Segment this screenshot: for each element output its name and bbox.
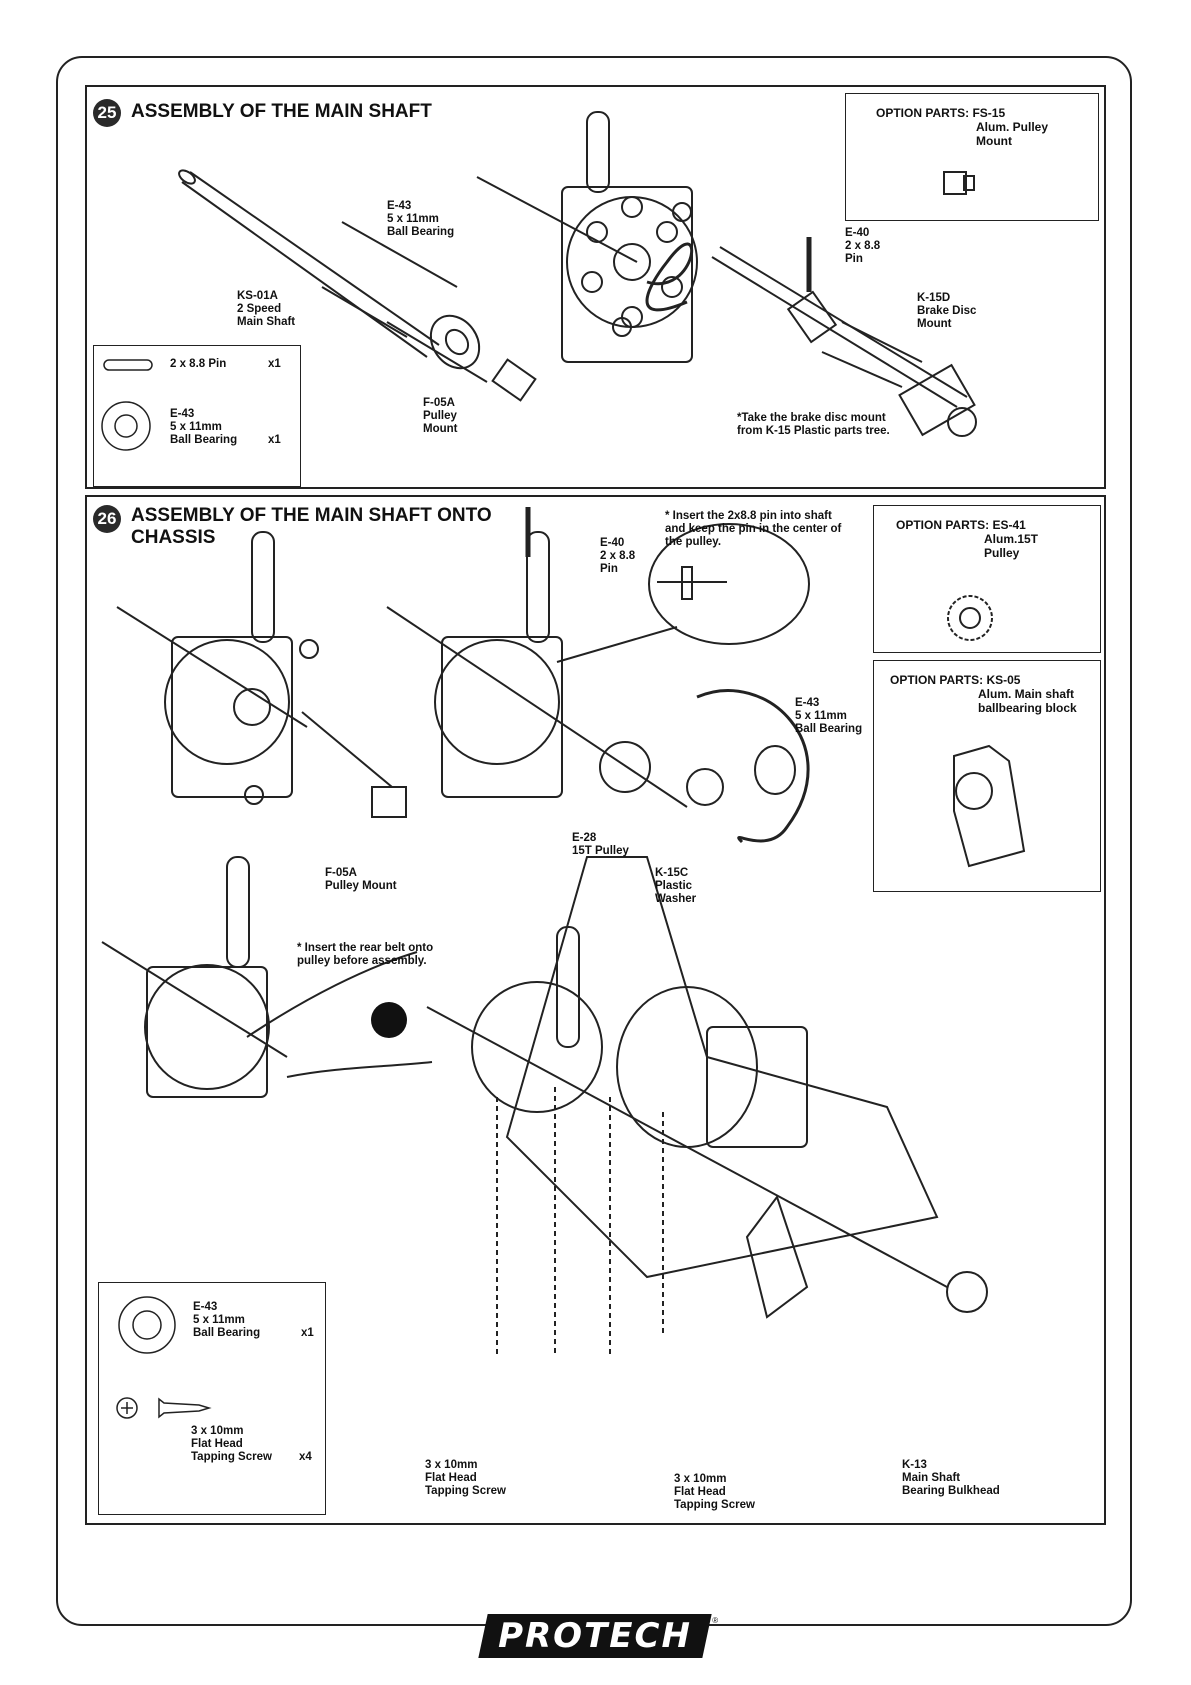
label-f05a-mount: F-05A Pulley Mount [423, 397, 458, 435]
chassis-assembly-illustration [101, 507, 988, 1357]
step-26-panel: 26 ASSEMBLY OF THE MAIN SHAFT ONTO CHASS… [85, 495, 1106, 1525]
label-screw-middle: 3 x 10mm Flat Head Tapping Screw [674, 1473, 755, 1511]
option-parts-ks05: OPTION PARTS: KS-05 Alum. Main shaft bal… [873, 660, 1101, 892]
step-25-title: ASSEMBLY OF THE MAIN SHAFT [131, 101, 432, 122]
label-e28-pulley: E-28 15T Pulley [572, 832, 629, 857]
bearing-icon [101, 401, 151, 451]
ballbearing-block-icon [953, 744, 1026, 868]
parts-list-step-26: E-43 5 x 11mm Ball Bearing x1 3 x 10mm F… [98, 1282, 326, 1515]
part-screw-qty: x4 [299, 1451, 312, 1463]
pin-icon [103, 359, 153, 371]
option-detail: Alum. Pulley Mount [976, 120, 1049, 148]
label-screw-left: 3 x 10mm Flat Head Tapping Screw [425, 1459, 506, 1497]
step-25-panel: 25 ASSEMBLY OF THE MAIN SHAFT E-43 5 x 1… [85, 85, 1106, 489]
part-bearing-name: E-43 5 x 11mm Ball Bearing [193, 1301, 261, 1339]
option-header: OPTION PARTS: FS-15 [876, 106, 1006, 120]
option-header: OPTION PARTS: ES-41 [896, 518, 1026, 532]
label-k15d-mount: K-15D Brake Disc Mount [917, 292, 977, 330]
bearing-icon [118, 1296, 176, 1354]
label-k13-bulkhead: K-13 Main Shaft Bearing Bulkhead [902, 1459, 1000, 1497]
part-screw-name: 3 x 10mm Flat Head Tapping Screw [191, 1425, 272, 1463]
alum-pulley-mount-icon [943, 171, 975, 195]
pin-insert-note: * Insert the 2x8.8 pin into shaft and ke… [665, 510, 842, 548]
part-pin-qty: x1 [268, 358, 281, 370]
step-26-title: ASSEMBLY OF THE MAIN SHAFT ONTO CHASSIS [131, 505, 492, 548]
logo-registered-mark: ® [712, 1616, 719, 1625]
label-e43-bearing: E-43 5 x 11mm Ball Bearing [795, 697, 863, 735]
step-25-badge: 25 [93, 99, 121, 127]
parts-list-step-25: 2 x 8.8 Pin x1 E-43 5 x 11mm Ball Bearin… [93, 345, 301, 487]
logo-text: PROTECH [498, 1616, 692, 1656]
part-bearing-name: E-43 5 x 11mm Ball Bearing [170, 408, 238, 446]
part-bearing-qty: x1 [268, 434, 281, 446]
part-bearing-qty: x1 [301, 1327, 314, 1339]
step-26-badge: 26 [93, 505, 121, 533]
phillips-head-icon [116, 1397, 138, 1419]
label-ks01a-shaft: KS-01A 2 Speed Main Shaft [237, 290, 296, 328]
rotate-arrow-icon [371, 1002, 407, 1038]
alum-15t-pulley-icon [947, 595, 993, 641]
main-shaft-assembly-illustration [178, 111, 977, 437]
label-e43-bearing: E-43 5 x 11mm Ball Bearing [387, 200, 455, 238]
label-k15c-washer: K-15C Plastic Washer [655, 867, 697, 905]
label-e40-pin: E-40 2 x 8.8 Pin [600, 537, 636, 575]
option-header: OPTION PARTS: KS-05 [890, 673, 1021, 687]
label-f05a-pulley-mount: F-05A Pulley Mount [325, 867, 397, 892]
option-detail: Alum. Main shaft ballbearing block [978, 687, 1077, 715]
tapping-screw-icon [158, 1397, 212, 1419]
brake-disc-note: *Take the brake disc mount from K-15 Pla… [737, 412, 890, 437]
part-pin-name: 2 x 8.8 Pin [170, 358, 227, 370]
option-parts-fs15: OPTION PARTS: FS-15 Alum. Pulley Mount [845, 93, 1099, 221]
option-detail: Alum.15T Pulley [984, 532, 1039, 560]
belt-insert-note: * Insert the rear belt onto pulley befor… [297, 942, 434, 967]
option-parts-es41: OPTION PARTS: ES-41 Alum.15T Pulley [873, 505, 1101, 653]
protech-logo: PROTECH ® [478, 1614, 718, 1658]
label-e40-pin: E-40 2 x 8.8 Pin [845, 227, 881, 265]
